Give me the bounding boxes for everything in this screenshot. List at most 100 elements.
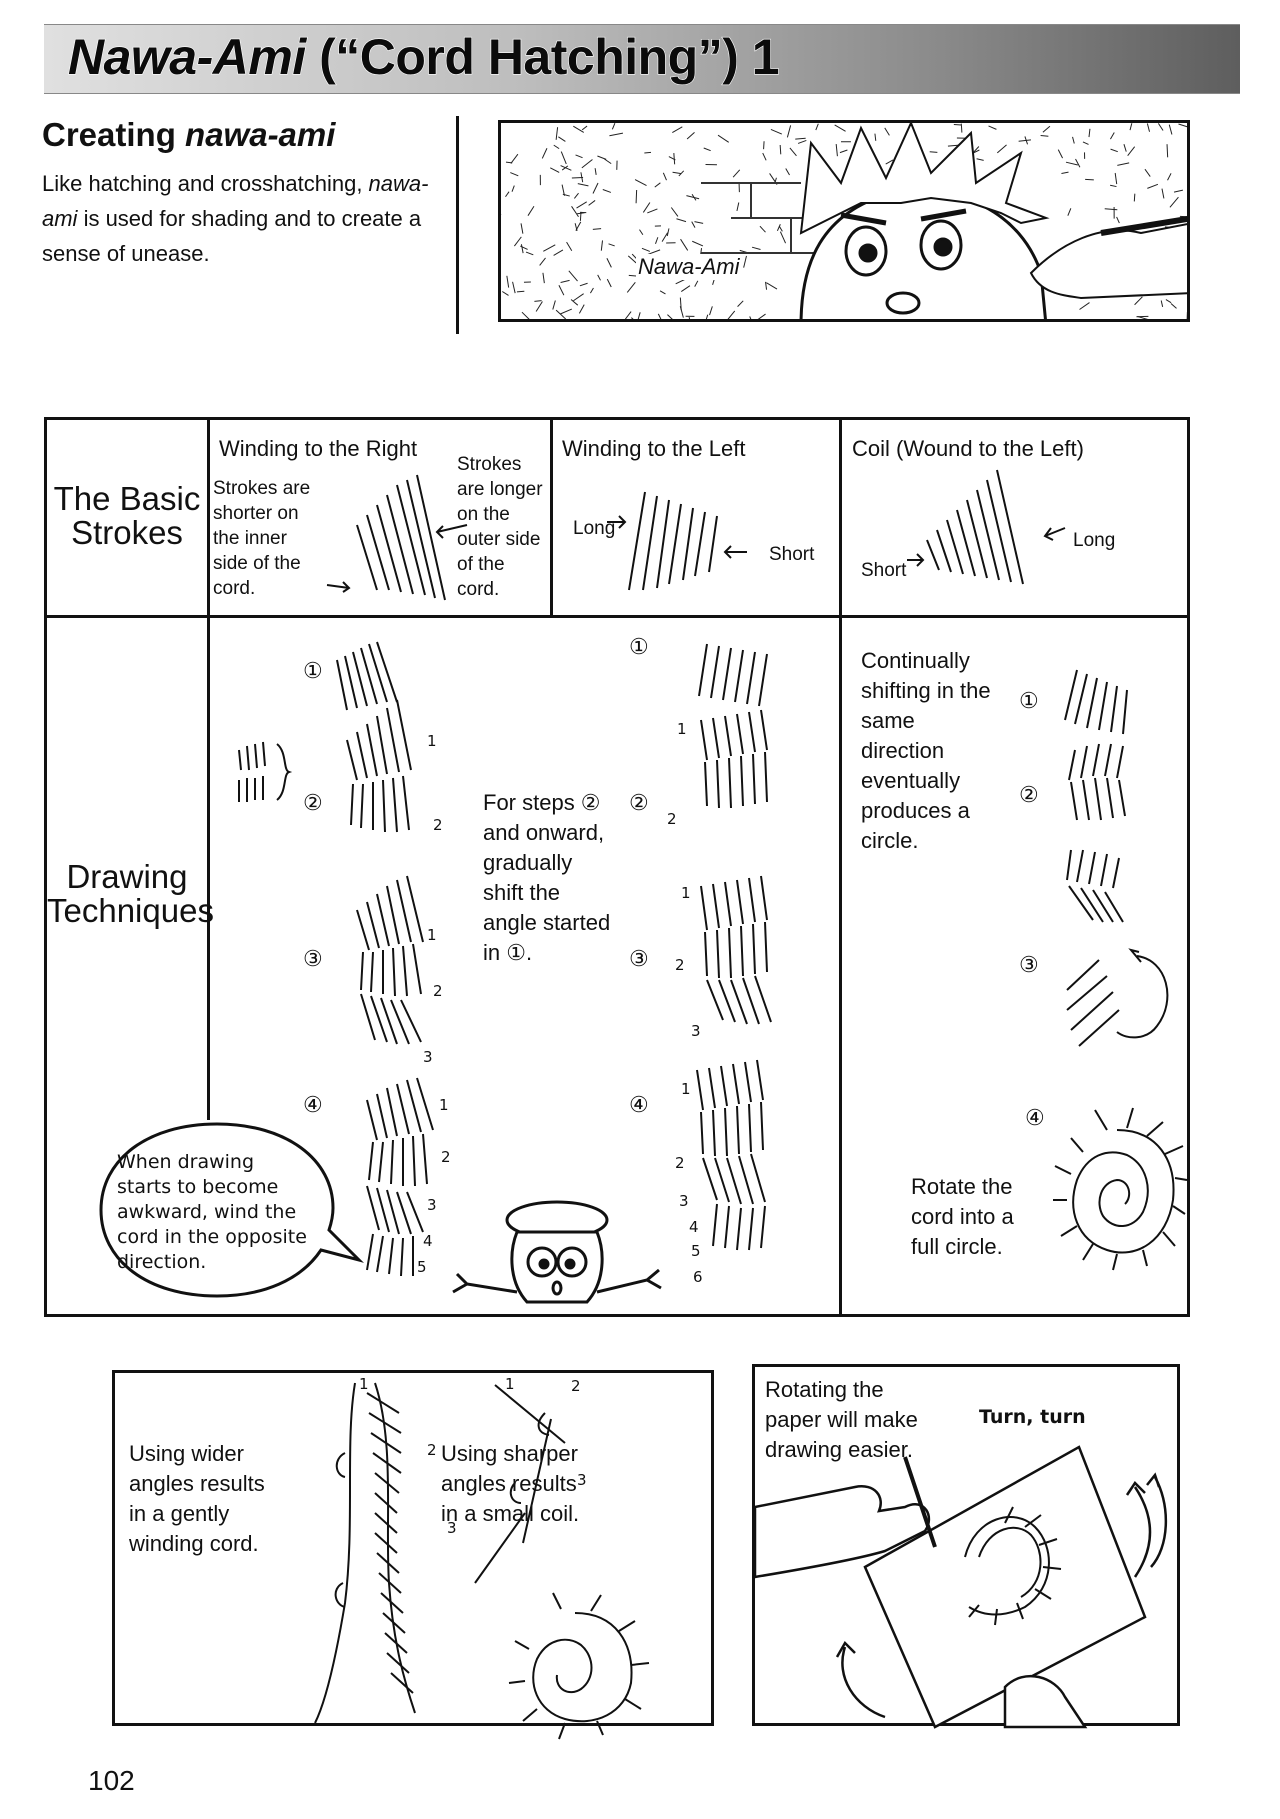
hatch-stroke — [553, 249, 564, 256]
hatch-stroke — [1169, 196, 1179, 208]
svg-text:2: 2 — [675, 956, 685, 974]
hatch-stroke — [1042, 125, 1051, 133]
hatch-stroke — [505, 161, 513, 164]
hatch-stroke — [1079, 302, 1090, 310]
svg-text:5: 5 — [691, 1242, 701, 1260]
hatch-stroke — [759, 225, 766, 233]
hatch-stroke — [1088, 128, 1091, 138]
hatch-stroke — [670, 207, 679, 217]
coil-step4-circle — [1053, 1107, 1188, 1271]
hatch-stroke — [611, 123, 616, 130]
hatch-stroke — [673, 153, 676, 165]
mascot-character — [452, 1200, 662, 1304]
hatch-stroke — [676, 218, 687, 223]
manga-drawing — [501, 123, 1187, 322]
step-4-right: ④ — [303, 1092, 323, 1117]
hatch-stroke — [647, 208, 658, 214]
hatch-stroke — [1146, 123, 1150, 132]
nawa-ami-label: Nawa-Ami — [636, 254, 742, 280]
hatch-stroke — [743, 255, 747, 268]
hatch-stroke — [680, 238, 689, 251]
svg-text:3: 3 — [423, 1048, 433, 1066]
step-2-right: ② — [303, 790, 323, 815]
step2-left-strokes — [700, 709, 768, 809]
hatch-stroke — [600, 240, 604, 251]
hatch-stroke — [732, 320, 741, 322]
turn-turn-label: Turn, turn — [979, 1406, 1086, 1428]
svg-text:5: 5 — [417, 1258, 427, 1276]
hatch-stroke — [1110, 148, 1118, 153]
hatch-stroke — [1144, 168, 1151, 177]
hatch-stroke — [641, 247, 651, 252]
hatch-stroke — [520, 223, 524, 234]
hatch-stroke — [681, 285, 691, 292]
col-title-coil: Coil (Wound to the Left) — [852, 436, 1084, 461]
hatch-stroke — [996, 144, 1007, 154]
hatch-stroke — [630, 317, 634, 319]
hatch-stroke — [527, 206, 535, 216]
step1-left-strokes — [698, 643, 768, 707]
hatch-stroke — [555, 309, 567, 319]
hand-with-pen — [1029, 215, 1187, 300]
hatch-stroke — [1161, 188, 1165, 199]
hatch-stroke — [1170, 303, 1177, 309]
gentle-cord-drawing — [314, 1382, 416, 1724]
svg-text:1: 1 — [439, 1096, 449, 1114]
step-1-coil: ① — [1019, 688, 1039, 713]
coil-strokes — [907, 469, 1066, 585]
page-number: 102 — [88, 1765, 135, 1796]
coil-stroke-set — [926, 469, 1024, 585]
hatch-stroke — [672, 126, 683, 133]
hatch-stroke — [654, 182, 661, 188]
hatch-stroke — [1167, 173, 1172, 181]
hatch-stroke — [785, 168, 790, 176]
hatch-stroke — [884, 127, 890, 136]
hatch-stroke — [560, 279, 570, 284]
holding-hand — [1003, 1674, 1088, 1729]
hatch-stroke — [579, 211, 582, 221]
coil-shift-note: Continually shifting in the same directi… — [861, 648, 991, 853]
step3-right-strokes — [356, 875, 424, 1045]
hatch-stroke — [839, 149, 848, 154]
hatch-stroke — [606, 278, 612, 288]
speech-bubble — [99, 1122, 364, 1298]
hatch-stroke — [635, 189, 638, 204]
hatch-stroke — [1109, 132, 1115, 140]
svg-text:3: 3 — [577, 1471, 587, 1489]
hatch-stroke — [960, 123, 963, 133]
hatch-stroke — [597, 274, 601, 281]
hatch-stroke — [535, 301, 543, 312]
hatch-stroke — [516, 290, 525, 293]
winding-right-strokes — [326, 474, 468, 601]
hatch-stroke — [639, 229, 644, 236]
character-face — [799, 189, 1047, 319]
hatch-stroke — [520, 245, 528, 250]
rotation-arrows-icon — [835, 1472, 1168, 1719]
hatch-stroke — [1133, 193, 1136, 202]
hatch-stroke — [765, 281, 768, 290]
coil-step1-strokes — [1064, 669, 1128, 735]
label-short-coil: Short — [861, 560, 907, 581]
hatch-stroke — [558, 136, 566, 142]
left-stroke-set — [628, 491, 718, 591]
table-col-divider-3 — [839, 420, 842, 1314]
hatch-stroke — [737, 300, 744, 307]
svg-text:1: 1 — [505, 1375, 515, 1393]
techniques-table: The Basic Strokes Drawing Techniques Win… — [44, 417, 1190, 1317]
hatch-stroke — [592, 182, 599, 194]
hatch-stroke — [627, 255, 638, 265]
hatch-stroke — [779, 231, 787, 244]
brick-wall — [701, 182, 831, 254]
table-col-divider-2 — [550, 420, 553, 615]
hatch-stroke — [521, 311, 530, 319]
hatch-stroke — [602, 189, 612, 193]
winding-left-strokes — [607, 491, 747, 591]
hatch-stroke — [581, 125, 588, 131]
hatch-stroke — [751, 246, 761, 250]
hatch-stroke — [581, 159, 593, 169]
hatch-stroke — [694, 280, 699, 287]
svg-text:6: 6 — [693, 1268, 703, 1286]
page-title-italic: Nawa-Ami — [67, 28, 306, 85]
hatch-stroke — [1168, 124, 1173, 135]
